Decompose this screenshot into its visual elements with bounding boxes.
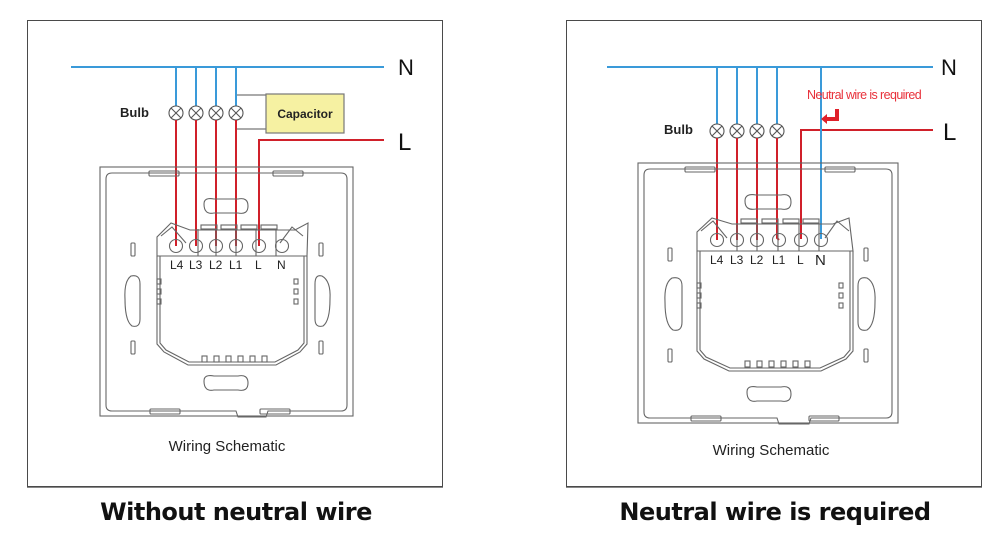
bulb-icon: [228, 105, 244, 121]
terminal-label-l2: L2: [750, 253, 764, 267]
bulb-icon: [729, 123, 745, 139]
terminal-label-l1: L1: [772, 253, 786, 267]
terminal-labels: L4 L3 L2 L1 L N: [170, 258, 286, 272]
terminal-label-l3: L3: [189, 258, 203, 272]
terminal-label-l: L: [255, 258, 262, 272]
terminal-label-l4: L4: [170, 258, 184, 272]
schematic-label: Wiring Schematic: [169, 438, 286, 455]
wiring-diagram-without-neutral: N L Capacitor Bulb: [71, 55, 414, 455]
diagram-panel-neutral-required: N L Neutral wire is required Bulb: [566, 20, 982, 487]
capacitor-label: Capacitor: [277, 107, 333, 121]
live-bus-line: [800, 129, 933, 239]
diagram-panel-without-neutral: N L Capacitor Bulb: [27, 20, 443, 487]
bulb-icon: [709, 123, 725, 139]
neutral-label: N: [398, 55, 414, 80]
live-bus-line: [258, 139, 384, 246]
terminal-label-l3: L3: [730, 253, 744, 267]
terminal-label-n: N: [277, 258, 286, 272]
neutral-required-annotation: Neutral wire is required: [807, 88, 922, 102]
caption-without-neutral: Without neutral wire: [100, 498, 372, 526]
live-label: L: [943, 119, 956, 146]
terminal-label-l1: L1: [229, 258, 243, 272]
bulb-icon: [188, 105, 204, 121]
switch-back-plate: [637, 162, 899, 425]
bulb-icon: [749, 123, 765, 139]
capacitor-box: [265, 93, 345, 134]
bulb-label: Bulb: [664, 122, 693, 137]
bulb-icon: [168, 105, 184, 121]
bulb-icon: [769, 123, 785, 139]
wiring-diagram-neutral-required: N L Neutral wire is required Bulb: [607, 55, 957, 459]
bulb-icon: [208, 105, 224, 121]
terminal-label-l2: L2: [209, 258, 223, 272]
caption-neutral-required: Neutral wire is required: [619, 498, 931, 526]
schematic-label: Wiring Schematic: [713, 442, 830, 459]
terminal-label-n: N: [815, 252, 826, 269]
terminal-label-l: L: [797, 253, 804, 267]
neutral-label: N: [941, 55, 957, 80]
bulb-label: Bulb: [120, 105, 149, 120]
terminal-labels: L4 L3 L2 L1 L N: [710, 252, 826, 269]
terminal-label-l4: L4: [710, 253, 724, 267]
live-label: L: [398, 129, 411, 156]
return-arrow-icon: [821, 109, 839, 124]
switch-back-plate: [99, 166, 354, 418]
